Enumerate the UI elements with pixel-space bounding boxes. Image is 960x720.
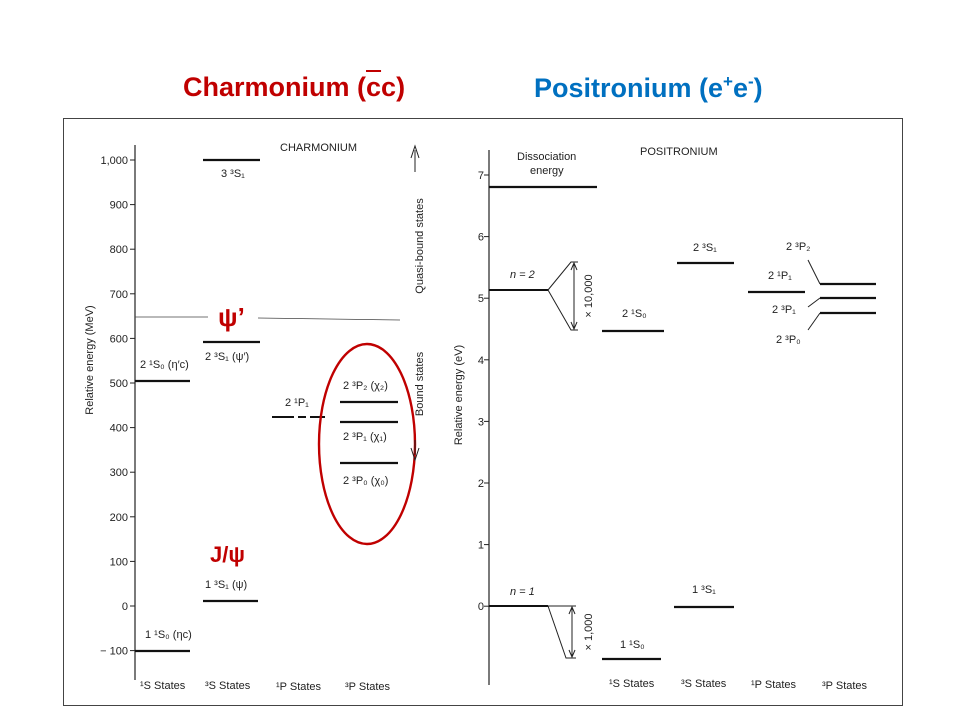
charmonium-col-1p: ¹P States (276, 681, 322, 693)
positronium-y-tick-label: 1 (478, 540, 484, 552)
charmonium-label-2p2: 2 ³P₂ (χ₂) (343, 380, 388, 392)
positronium-3p-connectors (807, 259, 821, 331)
n2-label: n = 2 (510, 269, 535, 281)
n1-magnifier-arrow-heads-icon (568, 605, 576, 659)
charmonium-y-tick-label: 1,000 (100, 155, 128, 167)
positronium-y-tick-label: 2 (478, 478, 484, 490)
positronium-label-1s1: 1 ³S₁ (692, 584, 716, 596)
chi-states-highlight-ellipse (317, 342, 417, 546)
positronium-label-2s0: 2 ¹S₀ (622, 308, 647, 320)
charmonium-y-tick-label: 600 (110, 333, 128, 345)
jpsi-annotation: J/ψ (210, 542, 245, 567)
positronium-col-1s: ¹S States (609, 678, 655, 690)
positronium-label-2s1: 2 ³S₁ (693, 242, 717, 254)
charmonium-y-tick-label: 900 (110, 200, 128, 212)
psi-prime-threshold-line-right (257, 317, 401, 321)
charmonium-label-2p0: 2 ³P₀ (χ₀) (343, 475, 388, 487)
positronium-header: POSITRONIUM (640, 146, 718, 158)
positronium-label-2p0: 2 ³P₀ (776, 334, 801, 346)
positronium-y-tick-label: 6 (478, 232, 484, 244)
charmonium-y-tick-label: 400 (110, 423, 128, 435)
n2-magnifier-arrow-heads-icon (570, 261, 578, 331)
charmonium-y-tick-label: 200 (110, 512, 128, 524)
charmonium-y-ticks: 1,000 900 800 700 600 500 400 300 200 100 0 − 100 (100, 155, 135, 658)
charmonium-title: Charmonium (cc) (183, 72, 406, 102)
charmonium-label-2p1: 2 ³P₁ (χ₁) (343, 431, 387, 443)
quasi-bound-arrow-icon (410, 144, 420, 159)
charmonium-col-3p: ³P States (345, 681, 391, 693)
positronium-y-tick-label: 7 (478, 170, 484, 182)
mag-1000-label: × 1,000 (583, 613, 595, 650)
diagram-frame (63, 118, 903, 706)
charmonium-y-tick-label: 100 (110, 556, 128, 568)
charmonium-label-2p1-singlet: 2 ¹P₁ (285, 397, 309, 409)
charmonium-label-1s1: 1 ³S₁ (ψ) (205, 579, 247, 591)
positronium-label-1s0: 1 ¹S₀ (620, 639, 645, 651)
bound-label: Bound states (414, 351, 426, 416)
positronium-y-tick-label: 0 (478, 601, 484, 613)
positronium-y-tick-label: 4 (478, 355, 484, 367)
dissociation-label-line2: energy (530, 165, 564, 177)
positronium-title: Positronium (e+e-) (534, 72, 763, 103)
charmonium-header: CHARMONIUM (280, 142, 357, 154)
bound-arrow-icon (410, 447, 420, 462)
n1-label: n = 1 (510, 586, 535, 598)
positronium-col-1p: ¹P States (751, 679, 797, 691)
positronium-col-3s: ³S States (681, 678, 727, 690)
positronium-y-tick-label: 3 (478, 416, 484, 428)
charmonium-label-2s1: 2 ³S₁ (ψ′) (205, 351, 249, 363)
charmonium-y-tick-label: 700 (110, 289, 128, 301)
charmonium-y-tick-label: 800 (110, 244, 128, 256)
n1-magnifier-lines (547, 605, 576, 659)
positronium-label-2p1: 2 ³P₁ (772, 304, 796, 316)
positronium-y-tick-label: 5 (478, 293, 484, 305)
charmonium-col-3s: ³S States (205, 680, 251, 692)
n2-magnifier-lines (547, 261, 578, 331)
charmonium-y-label: Relative energy (MeV) (84, 305, 96, 414)
charmonium-col-1s: ¹S States (140, 680, 186, 692)
dissociation-label-line1: Dissociation (517, 151, 576, 163)
positronium-label-2p1-singlet: 2 ¹P₁ (768, 270, 792, 282)
positronium-col-3p: ³P States (822, 680, 868, 692)
positronium-label-2p2: 2 ³P₂ (786, 241, 810, 253)
positronium-y-ticks: 7 6 5 4 3 2 1 0 (478, 170, 489, 613)
charmonium-label-2s0: 2 ¹S₀ (η′c) (140, 359, 189, 371)
charmonium-label-1s0: 1 ¹S₀ (ηc) (145, 629, 192, 641)
positronium-y-label: Relative energy (eV) (453, 345, 465, 445)
psi-prime-annotation: ψ’ (218, 302, 245, 332)
charmonium-y-tick-label: 0 (122, 601, 128, 613)
charmonium-y-tick-label: − 100 (100, 646, 128, 658)
charmonium-y-tick-label: 300 (110, 467, 128, 479)
mag-10000-label: × 10,000 (583, 274, 595, 317)
quasi-bound-label: Quasi-bound states (414, 198, 426, 294)
charmonium-y-tick-label: 500 (110, 378, 128, 390)
charmonium-label-3s1: 3 ³S₁ (221, 168, 245, 180)
